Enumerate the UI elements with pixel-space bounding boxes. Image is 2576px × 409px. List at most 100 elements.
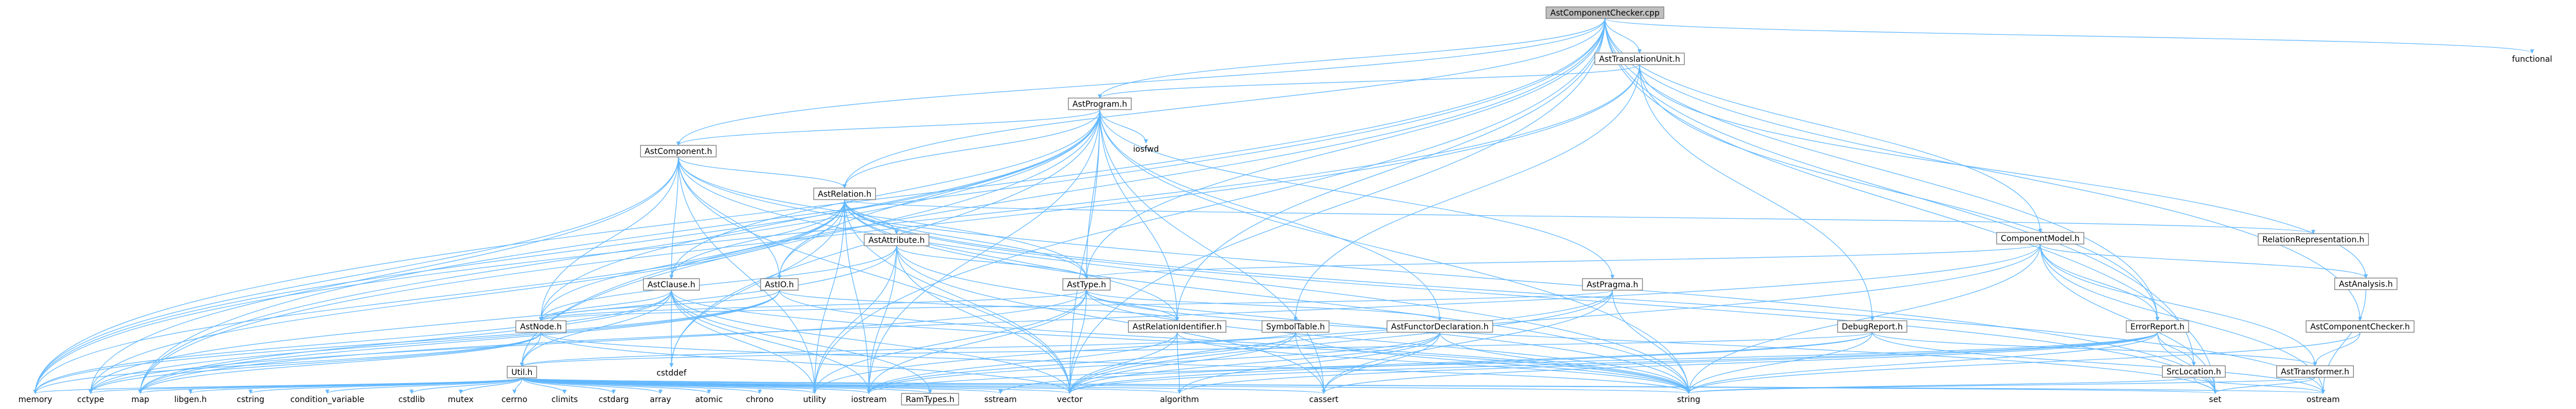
graph-node-box	[864, 234, 929, 246]
edge-AstAttribute_h-to-string	[896, 245, 1691, 394]
edge-AstType_h-to-cctype	[88, 290, 1087, 394]
graph-node-label: AstClause.h	[648, 280, 696, 290]
edge-AstRelation_h-to-RelationRepresentation_h	[844, 199, 2316, 234]
graph-node-debugreport-h[interactable]: DebugReport.h	[1837, 320, 1907, 333]
graph-node-astanalysis-h[interactable]: AstAnalysis.h	[2334, 277, 2398, 290]
edge-root-to-AstRelation_h	[842, 18, 1606, 189]
edge-SymbolTable_h-to-Util_h	[520, 332, 1296, 367]
edge-SrcLocation_h-to-ostream	[2193, 377, 2325, 394]
edge-Util_h-to-cstdarg	[521, 377, 616, 394]
edge-AstNode_h-to-vector	[540, 332, 1072, 394]
graph-node-astprogram-h[interactable]: AstProgram.h	[1067, 97, 1132, 110]
edge-ErrorReport_h-to-iostream	[867, 332, 2158, 394]
edge-root-to-SrcLocation_h	[1604, 18, 2196, 366]
graph-node-srclocation-h[interactable]: SrcLocation.h	[2161, 365, 2226, 378]
edge-AstProgram_h-to-iosfwd	[1099, 109, 1148, 144]
graph-node-label: AstRelation.h	[818, 190, 872, 199]
graph-node-box	[2305, 320, 2415, 333]
edge-AstFunctorDeclaration_h-to-AstType_h	[1084, 290, 1440, 321]
graph-node-relationrepresentation-h[interactable]: RelationRepresentation.h	[2257, 233, 2369, 246]
edge-AstIO_h-to-string	[779, 290, 1691, 394]
edge-ComponentModel_h-to-map	[138, 243, 2041, 394]
edge-root-to-AstTranslationUnit_h	[1604, 18, 1642, 54]
graph-node-label: AstAttribute.h	[868, 236, 925, 245]
edge-ComponentModel_h-to-AstTransformer_h	[2040, 243, 2317, 366]
edge-Util_h-to-cstring	[248, 377, 522, 394]
graph-node-astcomponent-h[interactable]: AstComponent.h	[640, 145, 717, 157]
graph-node-label: algorithm	[1160, 395, 1199, 404]
graph-node-cassert: cassert	[1309, 395, 1339, 404]
edge-ComponentModel_h-to-AstType_h	[1084, 243, 2041, 279]
graph-node-box	[515, 320, 567, 333]
edge-root-to-vector	[1067, 18, 1606, 394]
graph-node-astcomponentchecker-h[interactable]: AstComponentChecker.h	[2305, 320, 2415, 333]
graph-node-astpragma-h[interactable]: AstPragma.h	[1582, 278, 1643, 291]
graph-node-box	[1996, 232, 2085, 245]
edge-Util_h-to-vector	[521, 377, 1072, 394]
graph-node-libgen-h: libgen.h	[174, 395, 207, 404]
graph-node-box	[760, 278, 799, 291]
edge-Util_h-to-cassert	[521, 377, 1326, 394]
graph-node-ramtypes-h[interactable]: RamTypes.h	[901, 393, 960, 406]
edge-AstRelation_h-to-utility	[812, 199, 845, 394]
edge-AstComponent_h-to-set	[678, 156, 2217, 394]
edge-AstFunctorDeclaration_h-to-iostream	[867, 332, 1440, 394]
graph-node-algorithm: algorithm	[1160, 395, 1199, 404]
edge-root-to-AstComponent_h	[676, 18, 1606, 146]
edge-AstProgram_h-to-vector	[1067, 109, 1100, 394]
graph-node-label: AstRelationIdentifier.h	[1133, 322, 1222, 332]
graph-node-functional: functional	[2512, 55, 2552, 64]
graph-node-astio-h[interactable]: AstIO.h	[760, 278, 799, 291]
edges-layer	[33, 18, 2534, 394]
graph-node-label: functional	[2512, 55, 2552, 64]
graph-node-label: cstdlib	[398, 395, 425, 404]
graph-node-root[interactable]: AstComponentChecker.cpp	[1545, 6, 1664, 19]
graph-node-astnode-h[interactable]: AstNode.h	[515, 320, 567, 333]
edge-AstPragma_h-to-vector	[1067, 290, 1613, 394]
graph-node-box	[643, 278, 700, 291]
edge-AstProgram_h-to-AstRelation_h	[842, 109, 1100, 189]
edge-AstClause_h-to-iostream	[671, 290, 871, 394]
edge-AstFunctorDeclaration_h-to-algorithm	[1177, 332, 1440, 394]
edge-Util_h-to-cstdlib	[409, 377, 522, 394]
graph-node-label: ostream	[2306, 395, 2340, 404]
edge-AstProgram_h-to-AstRelationIdentifier_h	[1099, 109, 1179, 321]
edge-root-to-functional	[1604, 18, 2534, 54]
graph-node-asttranslationunit-h[interactable]: AstTranslationUnit.h	[1594, 52, 1685, 65]
graph-node-box	[1261, 320, 1330, 333]
edge-AstAttribute_h-to-vector	[896, 245, 1072, 394]
graph-node-asttransformer-h[interactable]: AstTransformer.h	[2276, 365, 2354, 378]
edge-AstRelation_h-to-memory	[33, 199, 845, 394]
graph-node-errorreport-h[interactable]: ErrorReport.h	[2126, 320, 2189, 333]
graph-node-symboltable-h[interactable]: SymbolTable.h	[1261, 320, 1330, 333]
graph-node-astattribute-h[interactable]: AstAttribute.h	[864, 234, 929, 246]
graph-node-box	[2276, 365, 2354, 378]
edge-DebugReport_h-to-string	[1686, 332, 1873, 394]
graph-node-util-h[interactable]: Util.h	[506, 366, 537, 378]
graph-node-box	[506, 366, 537, 378]
graph-node-astfunctordeclaration-h[interactable]: AstFunctorDeclaration.h	[1386, 320, 1494, 333]
edge-AstTranslationUnit_h-to-map	[138, 64, 1640, 394]
graph-node-astrelationidentifier-h[interactable]: AstRelationIdentifier.h	[1128, 320, 1227, 333]
edge-ComponentModel_h-to-ErrorReport_h	[2040, 243, 2160, 321]
graph-node-mutex: mutex	[448, 395, 474, 404]
graph-node-label: AstTransformer.h	[2281, 367, 2349, 377]
graph-node-componentmodel-h[interactable]: ComponentModel.h	[1996, 232, 2085, 245]
graph-node-astclause-h[interactable]: AstClause.h	[643, 278, 700, 291]
edge-SrcLocation_h-to-string	[1686, 377, 2194, 394]
graph-node-label: iosfwd	[1133, 145, 1159, 154]
graph-node-box	[1386, 320, 1494, 333]
edge-AstRelation_h-to-cctype	[88, 199, 845, 394]
edge-AstAnalysis_h-to-ostream	[2321, 289, 2366, 394]
graph-node-label: AstProgram.h	[1073, 100, 1128, 109]
graph-node-utility: utility	[803, 395, 826, 404]
graph-node-asttype-h[interactable]: AstType.h	[1062, 278, 1111, 291]
graph-node-astrelation-h[interactable]: AstRelation.h	[813, 187, 876, 200]
edge-AstAttribute_h-to-AstType_h	[896, 245, 1089, 279]
edge-AstAttribute_h-to-cctype	[88, 245, 897, 394]
graph-node-label: AstComponent.h	[645, 147, 712, 156]
graph-node-label: RamTypes.h	[906, 395, 954, 404]
graph-node-ostream: ostream	[2306, 395, 2340, 404]
edge-AstComponentChecker_h-to-AstTransformer_h	[2313, 332, 2361, 366]
